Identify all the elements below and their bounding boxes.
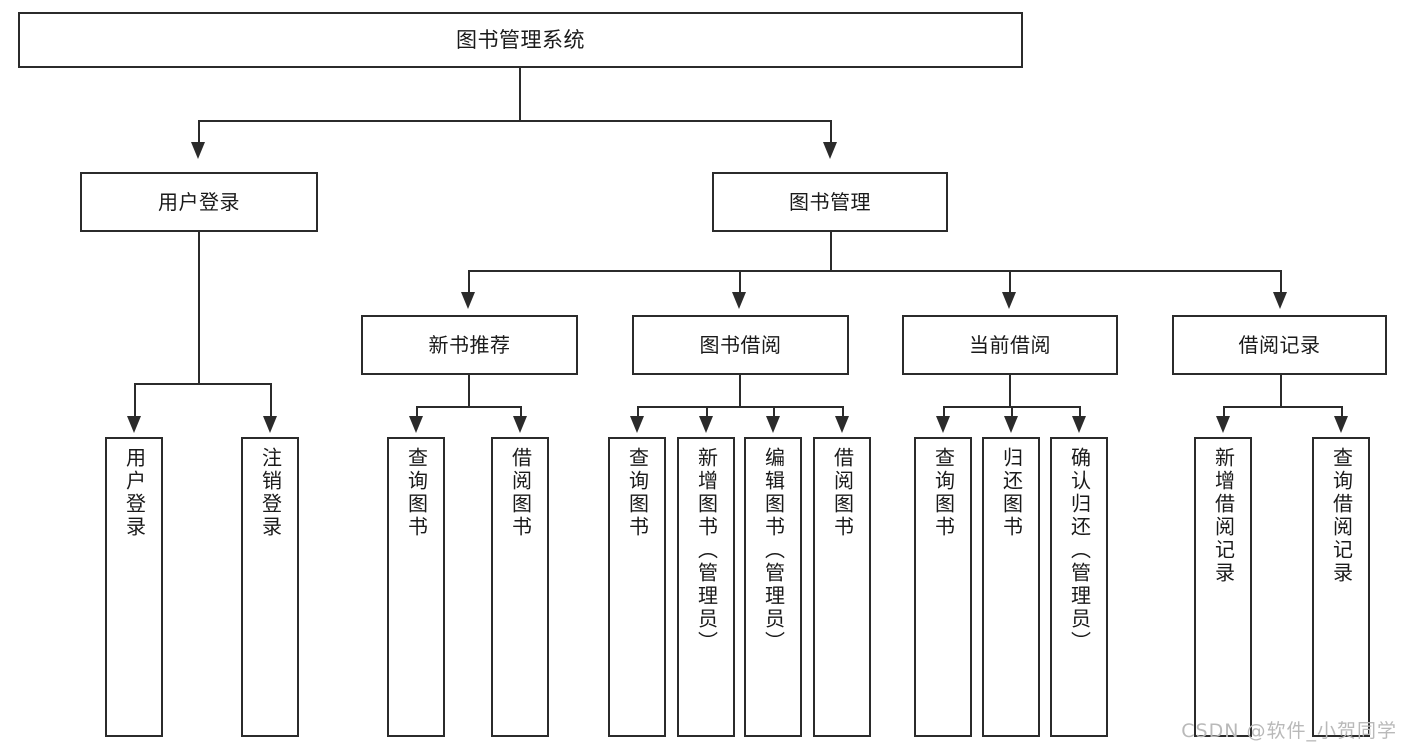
leaf-node-edit-book: 编辑图书（管理员） [744,437,802,737]
leaf-label: 查询借阅记录 [1329,447,1354,585]
leaf-label: 归还图书 [999,447,1024,539]
node-current-borrow: 当前借阅 [902,315,1118,375]
connector-book-borrow-spine [637,406,842,408]
connector-user-login-spine [134,383,270,385]
connector-book-manage-spine [468,270,1280,272]
arrowhead-leaf-borrow-book-1 [513,416,527,433]
connector-to-book-borrow [739,270,741,294]
leaf-node-query-book-2: 查询图书 [608,437,666,737]
arrowhead-leaf-logout [263,416,277,433]
leaf-label: 借阅图书 [830,447,855,539]
connector-br-leaf-2 [1341,406,1343,418]
connector-root-stem [519,68,521,120]
leaf-node-return-book: 归还图书 [982,437,1040,737]
arrowhead-leaf-query-book-1 [409,416,423,433]
arrowhead-leaf-borrow-book-2 [835,416,849,433]
arrowhead-new-book-rec [461,292,475,309]
arrowhead-borrow-record [1273,292,1287,309]
connector-root-to-user-login [198,120,200,144]
node-user-login: 用户登录 [80,172,318,232]
arrowhead-leaf-add-book [699,416,713,433]
arrowhead-leaf-query-record [1334,416,1348,433]
leaf-label: 借阅图书 [508,447,533,539]
connector-cb-leaf-2 [1011,406,1013,418]
connector-cb-leaf-1 [943,406,945,418]
connector-borrow-record-spine [1223,406,1341,408]
connector-new-book-rec-stem [468,375,470,406]
arrowhead-book-manage [823,142,837,159]
arrowhead-leaf-confirm-return [1072,416,1086,433]
leaf-label: 注销登录 [258,447,283,539]
connector-bb-leaf-3 [773,406,775,418]
connector-user-login-to-leaf-2 [270,383,272,418]
connector-bb-leaf-4 [842,406,844,418]
node-label: 用户登录 [158,189,240,214]
node-label: 借阅记录 [1238,332,1321,357]
connector-to-new-book-rec [468,270,470,294]
arrowhead-current-borrow [1002,292,1016,309]
leaf-label: 编辑图书（管理员） [761,447,786,654]
connector-new-book-rec-spine [416,406,520,408]
node-label: 新书推荐 [428,332,511,357]
connector-bb-leaf-2 [706,406,708,418]
connector-to-borrow-record [1280,270,1282,294]
leaf-node-confirm-return: 确认归还（管理员） [1050,437,1108,737]
connector-user-login-stem [198,232,200,383]
connector-to-current-borrow [1009,270,1011,294]
connector-root-spine [198,120,830,122]
connector-bb-leaf-1 [637,406,639,418]
connector-nbr-leaf-1 [416,406,418,418]
connector-cb-leaf-3 [1079,406,1081,418]
arrowhead-leaf-add-record [1216,416,1230,433]
connector-root-to-book-manage [830,120,832,144]
leaf-node-user-login: 用户登录 [105,437,163,737]
arrowhead-leaf-edit-book [766,416,780,433]
leaf-node-borrow-book-2: 借阅图书 [813,437,871,737]
connector-br-leaf-1 [1223,406,1225,418]
leaf-label: 查询图书 [404,447,429,539]
leaf-label: 新增图书（管理员） [694,447,719,654]
node-label: 图书管理系统 [456,27,585,52]
leaf-node-logout: 注销登录 [241,437,299,737]
connector-current-borrow-stem [1009,375,1011,406]
arrowhead-user-login [191,142,205,159]
node-label: 图书管理 [789,189,871,214]
node-book-borrow: 图书借阅 [632,315,849,375]
connector-book-manage-stem [830,232,832,270]
leaf-node-query-book-1: 查询图书 [387,437,445,737]
leaf-label: 查询图书 [931,447,956,539]
leaf-label: 确认归还（管理员） [1067,447,1092,654]
node-root-system: 图书管理系统 [18,12,1023,68]
arrowhead-leaf-user-login [127,416,141,433]
node-label: 当前借阅 [969,332,1051,357]
connector-borrow-record-stem [1280,375,1282,406]
connector-book-borrow-stem [739,375,741,406]
leaf-node-query-record: 查询借阅记录 [1312,437,1370,737]
leaf-node-borrow-book-1: 借阅图书 [491,437,549,737]
leaf-label: 新增借阅记录 [1211,447,1236,585]
arrowhead-leaf-query-book-2 [630,416,644,433]
node-borrow-record: 借阅记录 [1172,315,1387,375]
arrowhead-leaf-return-book [1004,416,1018,433]
leaf-node-add-record: 新增借阅记录 [1194,437,1252,737]
node-new-book-rec: 新书推荐 [361,315,578,375]
leaf-label: 查询图书 [625,447,650,539]
node-label: 图书借阅 [699,332,782,357]
connector-nbr-leaf-2 [520,406,522,418]
arrowhead-book-borrow [732,292,746,309]
leaf-node-add-book: 新增图书（管理员） [677,437,735,737]
connector-user-login-to-leaf-1 [134,383,136,418]
leaf-node-query-book-3: 查询图书 [914,437,972,737]
leaf-label: 用户登录 [122,447,147,539]
node-book-manage: 图书管理 [712,172,948,232]
arrowhead-leaf-query-book-3 [936,416,950,433]
